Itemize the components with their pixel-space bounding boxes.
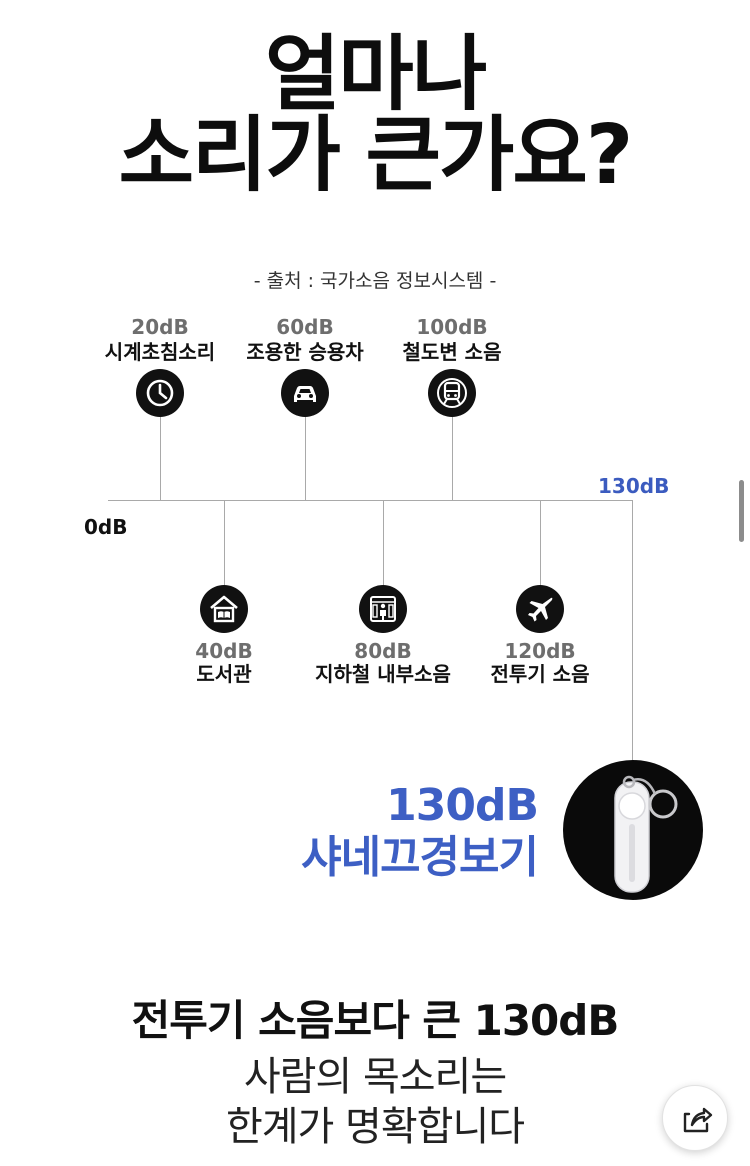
level-db-label: 20dB: [131, 315, 189, 339]
level-db-label: 100dB: [416, 315, 488, 339]
level-name-label: 조용한 승용차: [246, 340, 364, 364]
fighter-jet-icon: [516, 585, 564, 633]
level-db-label: 40dB: [195, 639, 253, 663]
library-icon: [200, 585, 248, 633]
connector-40db: [224, 500, 225, 586]
headline: 전투기 소음보다 큰 130dB: [131, 996, 620, 1045]
level-name-label: 철도변 소음: [402, 340, 502, 364]
clock-icon: [136, 369, 184, 417]
car-icon: [281, 369, 329, 417]
level-db-label: 120dB: [504, 639, 576, 663]
personal-alarm-image: [563, 760, 703, 900]
connector-20db: [160, 414, 161, 500]
product-name-label: 샤네끄경보기: [301, 832, 539, 883]
share-button[interactable]: [662, 1085, 728, 1151]
decibel-axis-line: [108, 500, 632, 501]
subtext-line-2: 한계가 명확합니다: [225, 1104, 525, 1150]
level-name-label: 지하철 내부소음: [315, 662, 451, 686]
page-title-line-1: 얼마나: [264, 27, 487, 122]
page-title-line-2: 소리가 큰가요?: [118, 108, 634, 203]
connector-80db: [383, 500, 384, 586]
axis-max-label: 130dB: [598, 474, 670, 498]
product-db-label: 130dB: [386, 780, 539, 831]
connector-60db: [305, 414, 306, 500]
subtext-line-1: 사람의 목소리는: [243, 1054, 507, 1100]
scrollbar-thumb[interactable]: [739, 480, 744, 542]
connector-120db: [540, 500, 541, 586]
connector-130db: [632, 500, 633, 765]
train-icon: [428, 369, 476, 417]
source-caption: - 출처 : 국가소음 정보시스템 -: [253, 270, 497, 292]
subway-interior-icon: [359, 585, 407, 633]
level-name-label: 도서관: [196, 662, 252, 686]
share-icon: [683, 1107, 713, 1133]
connector-100db: [452, 414, 453, 500]
axis-min-label: 0dB: [84, 515, 128, 539]
level-name-label: 시계초침소리: [104, 340, 216, 364]
level-db-label: 60dB: [276, 315, 334, 339]
level-name-label: 전투기 소음: [490, 662, 590, 686]
level-db-label: 80dB: [354, 639, 412, 663]
